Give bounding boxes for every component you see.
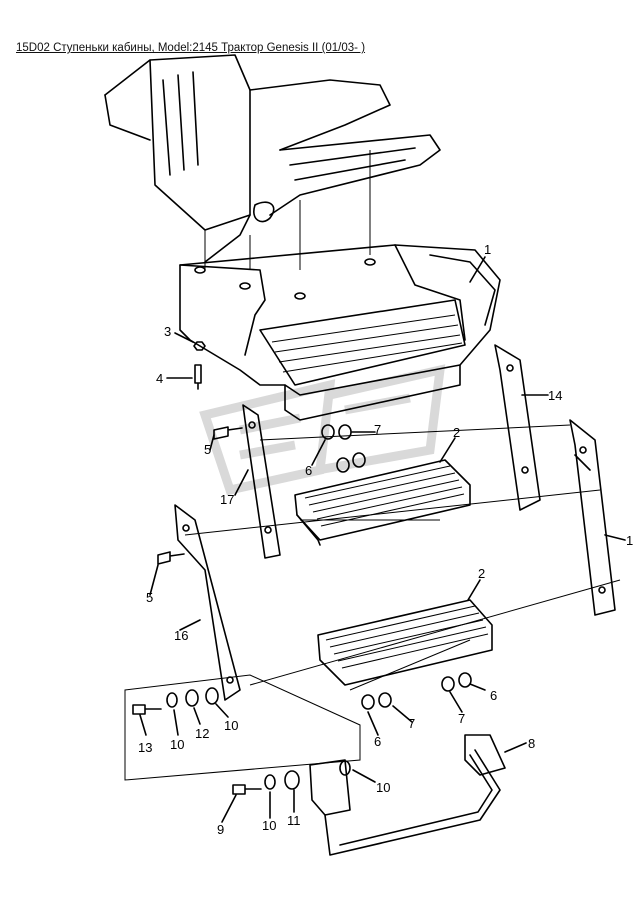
callout-16: 16: [174, 628, 188, 643]
callout-13: 13: [138, 740, 152, 755]
leader-lines: [139, 256, 626, 823]
callout-5-lower: 5: [146, 590, 153, 605]
cab-frame-drawing: [104, 54, 441, 270]
callout-1-top: 1: [484, 242, 491, 257]
step-tread-upper: [294, 459, 471, 546]
assembly-lines: [184, 424, 621, 691]
hardware-box: [124, 674, 361, 781]
callout-7-lower-left: 7: [408, 716, 415, 731]
fasteners: [132, 341, 472, 795]
callout-8: 8: [528, 736, 535, 751]
callout-12: 12: [195, 726, 209, 741]
callout-2-upper: 2: [453, 425, 460, 440]
callout-10-d: 10: [262, 818, 276, 833]
callout-4: 4: [156, 371, 163, 386]
callout-7-lower-right: 7: [458, 711, 465, 726]
callout-10-b: 10: [224, 718, 238, 733]
callout-5-upper: 5: [204, 442, 211, 457]
handle-bar-8: [309, 734, 506, 856]
callout-17: 17: [220, 492, 234, 507]
callout-6-lower-left: 6: [374, 734, 381, 749]
bracket-1-right: [569, 419, 616, 616]
step-tread-lower: [317, 599, 493, 686]
callout-9: 9: [217, 822, 224, 837]
bracket-14: [494, 344, 541, 511]
callout-11: 11: [287, 813, 301, 828]
diagram-title: 15D02 Ступеньки кабины, Model:2145 Тракт…: [16, 42, 366, 54]
bracket-17: [242, 404, 281, 559]
step-housing: [179, 244, 501, 421]
bracket-16: [174, 504, 241, 701]
callout-1-right: 1: [626, 533, 633, 548]
callout-6-upper: 6: [305, 463, 312, 478]
callout-7-upper: 7: [374, 422, 381, 437]
callout-10-c: 10: [376, 780, 390, 795]
callout-10-a: 10: [170, 737, 184, 752]
watermark-logo: [199, 364, 446, 496]
callout-14: 14: [548, 388, 562, 403]
callouts: 1 14 1 2 2 3 4 5 5 6 7 17 16 6 7 7 6 8 1…: [138, 242, 633, 837]
callout-3: 3: [164, 324, 171, 339]
callout-2-lower: 2: [478, 566, 485, 581]
callout-6-lower-right: 6: [490, 688, 497, 703]
